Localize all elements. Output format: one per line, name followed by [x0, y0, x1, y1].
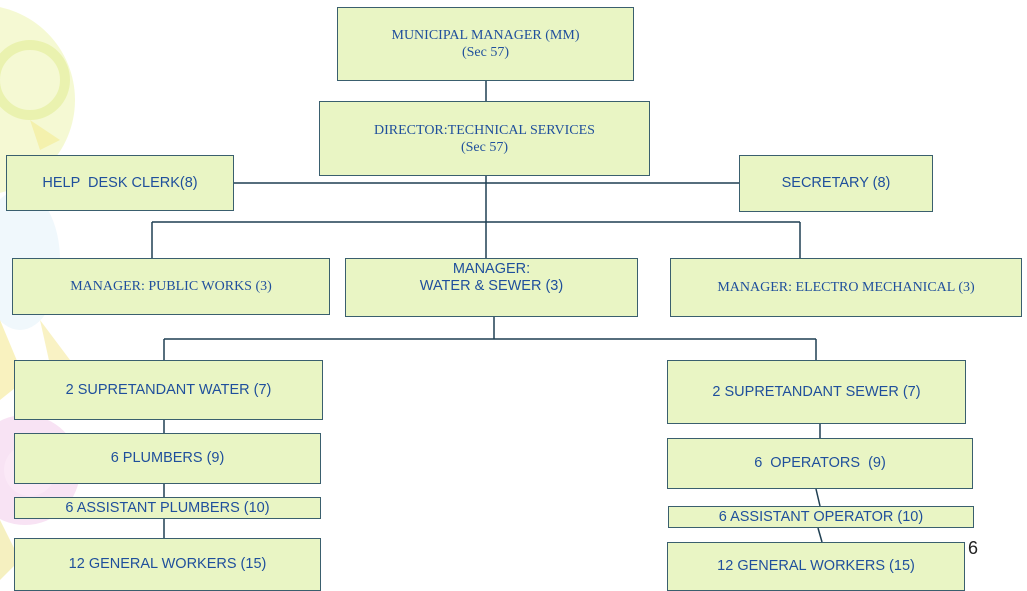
manager-water-sewer-line2: WATER & SEWER (3): [419, 278, 564, 294]
manager-public-works-label: MANAGER: PUBLIC WORKS (3): [70, 279, 272, 294]
operators-box: 6 OPERATORS (9): [667, 438, 973, 489]
operators-label: 6 OPERATORS (9): [754, 455, 886, 471]
superintendent-water-label: 2 SUPRETANDANT WATER (7): [65, 381, 272, 398]
superintendent-water-box: 2 SUPRETANDANT WATER (7): [14, 360, 323, 420]
general-workers-water-box: 12 GENERAL WORKERS (15): [14, 538, 321, 591]
superintendent-sewer-label: 2 SUPRETANDANT SEWER (7): [712, 383, 921, 400]
director-technical-services-box: DIRECTOR:TECHNICAL SERVICES (Sec 57): [319, 101, 650, 176]
help-desk-clerk-label: HELP DESK CLERK(8): [42, 174, 198, 191]
secretary-label: SECRETARY (8): [781, 175, 891, 191]
secretary-box: SECRETARY (8): [739, 155, 933, 212]
plumbers-label: 6 PLUMBERS (9): [110, 450, 225, 466]
manager-water-sewer-box: MANAGER: WATER & SEWER (3): [345, 258, 638, 317]
manager-electro-mechanical-label: MANAGER: ELECTRO MECHANICAL (3): [717, 280, 975, 295]
director-section: (Sec 57): [460, 139, 509, 155]
assistant-plumbers-box: 6 ASSISTANT PLUMBERS (10): [14, 497, 321, 519]
assistant-plumbers-label: 6 ASSISTANT PLUMBERS (10): [65, 499, 270, 516]
general-workers-sewer-box: 12 GENERAL WORKERS (15): [667, 542, 965, 591]
municipal-manager-box: MUNICIPAL MANAGER (MM) (Sec 57): [337, 7, 634, 81]
assistant-operator-label: 6 ASSISTANT OPERATOR (10): [718, 508, 924, 525]
assistant-operator-box: 6 ASSISTANT OPERATOR (10): [668, 506, 974, 528]
plumbers-box: 6 PLUMBERS (9): [14, 433, 321, 484]
superintendent-sewer-box: 2 SUPRETANDANT SEWER (7): [667, 360, 966, 424]
manager-electro-mechanical-box: MANAGER: ELECTRO MECHANICAL (3): [670, 258, 1022, 317]
municipal-manager-section: (Sec 57): [461, 45, 510, 60]
municipal-manager-title: MUNICIPAL MANAGER (MM): [391, 28, 580, 43]
general-workers-water-label: 12 GENERAL WORKERS (15): [68, 556, 267, 572]
manager-public-works-box: MANAGER: PUBLIC WORKS (3): [12, 258, 330, 315]
general-workers-sewer-label: 12 GENERAL WORKERS (15): [717, 558, 915, 574]
manager-water-sewer-line1: MANAGER:: [452, 261, 531, 277]
page-number: 6: [968, 538, 979, 558]
help-desk-clerk-box: HELP DESK CLERK(8): [6, 155, 234, 211]
director-title: DIRECTOR:TECHNICAL SERVICES: [374, 122, 595, 138]
